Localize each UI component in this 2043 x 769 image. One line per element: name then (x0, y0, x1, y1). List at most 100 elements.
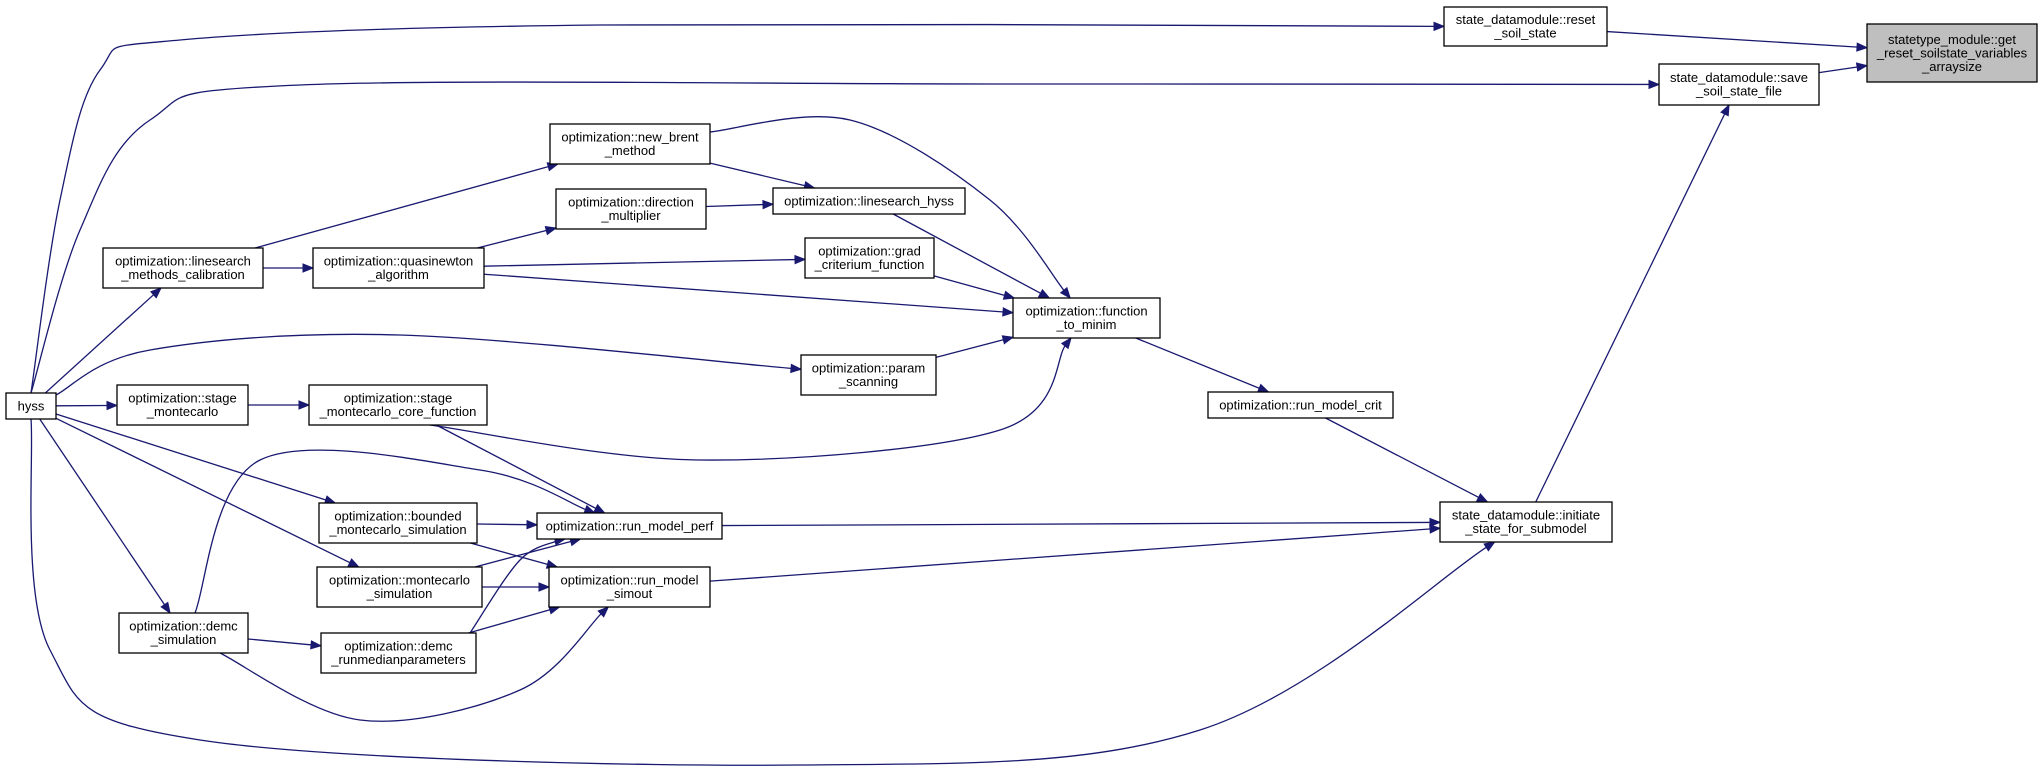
node-direction-multiplier[interactable]: optimization::direction_multiplier (555, 188, 707, 230)
node-initiate-state[interactable]: state_datamodule::initiate_state_for_sub… (1439, 501, 1613, 543)
edge-arrowhead (1720, 103, 1730, 117)
edge-arrowhead (762, 199, 775, 210)
edge-arrowhead (597, 606, 610, 618)
node-run-model-simout[interactable]: optimization::run_model_simout (548, 566, 711, 608)
edge-arrowhead (298, 400, 311, 410)
node-box (1439, 501, 1613, 543)
node-label-line: optimization::linesearch (115, 254, 251, 269)
node-label-line: _scanning (838, 374, 898, 389)
node-label-line: optimization::run_model_crit (1219, 397, 1382, 412)
edge-line (476, 523, 529, 526)
node-box (1866, 23, 2038, 83)
node-stage-core[interactable]: optimization::stage_montecarlo_core_func… (308, 384, 488, 426)
node-label-line: optimization::grad (818, 244, 921, 259)
edge-line (1818, 66, 1859, 74)
edge-linesearch_calibration-to-quasinewton (263, 263, 315, 273)
edge-arrowhead (1059, 286, 1071, 300)
edge-line (1325, 417, 1480, 499)
node-label-line: _montecarlo_core_function (319, 404, 477, 419)
edge-line (55, 333, 793, 396)
edge-grad_criterium-to-function_to_minim (933, 275, 1016, 300)
node-box (102, 247, 264, 289)
node-box (548, 566, 711, 608)
edge-line (474, 540, 572, 568)
node-quasinewton[interactable]: optimization::quasinewton_algorithm (312, 247, 485, 289)
edge-hyss-to-montecarlo_simulation (55, 417, 360, 568)
edge-param_scanning-to-function_to_minim (935, 335, 1015, 358)
node-box (118, 612, 249, 654)
node-stage-montecarlo[interactable]: optimization::stage_montecarlo (116, 384, 249, 426)
nodes-layer: statetype_module::get_reset_soilstate_va… (5, 6, 2038, 674)
node-linesearch-calibration[interactable]: optimization::linesearch_methods_calibra… (102, 247, 264, 289)
node-box (316, 566, 483, 608)
node-box (1207, 391, 1394, 419)
node-label-line: optimization::direction (568, 195, 694, 210)
edge-line (55, 417, 351, 564)
edge-stage_core-to-run_model_perf (435, 424, 606, 514)
edge-hyss-to-initiate_state (30, 418, 1496, 766)
edge-line (254, 165, 550, 249)
edge-arrowhead (106, 400, 119, 411)
node-label-line: _simulation (150, 632, 217, 647)
edge-arrowhead (302, 263, 315, 273)
edge-demc_simulation-to-run_model_simout (219, 606, 610, 722)
node-run-model-crit[interactable]: optimization::run_model_crit (1207, 391, 1394, 419)
node-demc-runmedian[interactable]: optimization::demc_runmedianparameters (320, 632, 477, 674)
node-save-soil-state-file[interactable]: state_datamodule::save_soil_state_file (1658, 63, 1820, 106)
edge-line (30, 418, 1488, 766)
node-label-line: optimization::linesearch_hyss (784, 193, 954, 208)
node-param-scanning[interactable]: optimization::param_scanning (800, 354, 937, 396)
node-linesearch-hyss[interactable]: optimization::linesearch_hyss (772, 187, 966, 215)
node-box (536, 512, 723, 540)
node-box (116, 384, 249, 426)
edge-line (219, 612, 603, 722)
node-bounded-montecarlo[interactable]: optimization::bounded_montecarlo_simulat… (318, 502, 478, 544)
node-montecarlo-simulation[interactable]: optimization::montecarlo_simulation (316, 566, 483, 608)
edge-arrowhead (1257, 383, 1270, 393)
node-demc-simulation[interactable]: optimization::demc_simulation (118, 612, 249, 654)
edge-arrowhead (1648, 79, 1661, 90)
edge-line (892, 213, 1042, 295)
edge-arrowhead (1002, 290, 1016, 300)
node-box (1443, 6, 1608, 47)
edge-save_soil_state_file-to-get_reset (1818, 62, 1869, 74)
edge-hyss-to-save_soil_state_file (30, 79, 1661, 394)
node-get-reset[interactable]: statetype_module::get_reset_soilstate_va… (1866, 23, 2038, 83)
edge-new_brent-to-function_to_minim (709, 116, 1071, 300)
node-function-to-minim[interactable]: optimization::function_to_minim (1012, 297, 1161, 339)
edge-line (709, 116, 1065, 292)
edge-hyss-to-bounded_montecarlo (55, 413, 337, 505)
node-label-line: optimization::stage (344, 391, 452, 406)
edge-arrowhead (526, 519, 539, 530)
edge-line (477, 229, 548, 249)
node-label-line: _simulation (366, 586, 433, 601)
edge-arrowhead (1060, 336, 1072, 350)
edge-arrowhead (1483, 541, 1496, 552)
node-grad-criterium[interactable]: optimization::grad_criterium_function (804, 237, 935, 279)
node-box (800, 354, 937, 396)
edge-line (55, 413, 327, 501)
node-label-line: optimization::demc (344, 639, 453, 654)
node-label-line: optimization::run_model (560, 573, 698, 588)
node-box (804, 237, 935, 279)
edge-line (483, 273, 1005, 313)
node-label-line: _montecarlo_simulation (328, 522, 466, 537)
node-box (1012, 297, 1161, 339)
node-hyss[interactable]: hyss (5, 392, 57, 420)
edge-arrowhead (1001, 335, 1015, 345)
edge-arrowhead (544, 226, 558, 236)
edge-arrowhead (1856, 42, 1869, 52)
edge-arrowhead (1037, 288, 1051, 299)
node-reset-soil-state[interactable]: state_datamodule::reset_soil_state (1443, 6, 1608, 47)
edge-line (935, 338, 1005, 358)
edge-arrowhead (593, 503, 606, 514)
edges-layer (30, 21, 1869, 766)
node-label-line: optimization::montecarlo (329, 573, 470, 588)
node-label-line: _soil_state_file (1695, 84, 1782, 99)
node-box (312, 247, 485, 289)
node-run-model-perf[interactable]: optimization::run_model_perf (536, 512, 723, 540)
edge-function_to_minim-to-run_model_crit (1135, 337, 1270, 393)
node-new-brent[interactable]: optimization::new_brent_method (549, 123, 711, 165)
edge-arrowhead (538, 582, 551, 592)
